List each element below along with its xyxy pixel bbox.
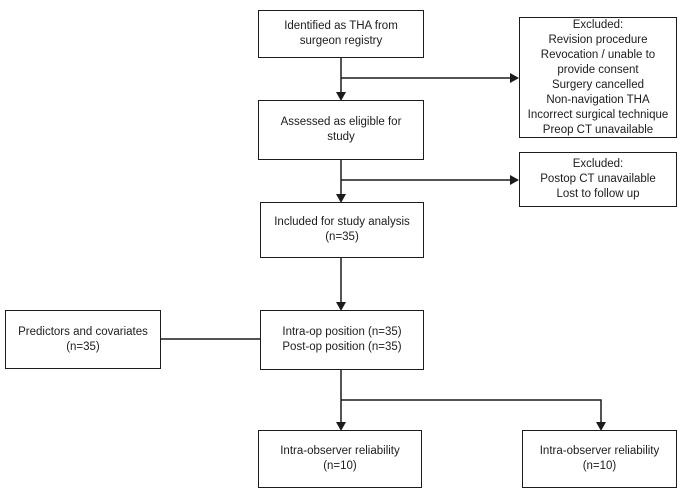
box-predictors-covariates: Predictors and covariates (n=35)	[5, 310, 161, 369]
box-excluded-postop: Excluded: Postop CT unavailable Lost to …	[519, 152, 677, 207]
arrowhead-positions	[336, 302, 346, 311]
box-intra-observer-reliability-left: Intra-observer reliability (n=10)	[258, 430, 422, 488]
arrowhead-assessed	[336, 92, 346, 101]
arrowhead-excluded1	[510, 73, 519, 83]
connector-positions-relright	[341, 399, 602, 423]
arrowhead-relleft	[336, 422, 346, 431]
arrowhead-included	[336, 194, 346, 203]
arrowhead-relright	[596, 422, 606, 431]
arrowhead-excluded2	[510, 175, 519, 185]
box-assessed-eligible: Assessed as eligible for study	[258, 100, 424, 160]
box-included-analysis: Included for study analysis (n=35)	[260, 202, 424, 258]
box-intraop-postop-position: Intra-op position (n=35) Post-op positio…	[260, 310, 424, 370]
box-identified-tha: Identified as THA from surgeon registry	[258, 10, 424, 58]
box-excluded-preop: Excluded: Revision procedure Revocation …	[519, 17, 677, 138]
box-intra-observer-reliability-right: Intra-observer reliability (n=10)	[522, 430, 677, 488]
